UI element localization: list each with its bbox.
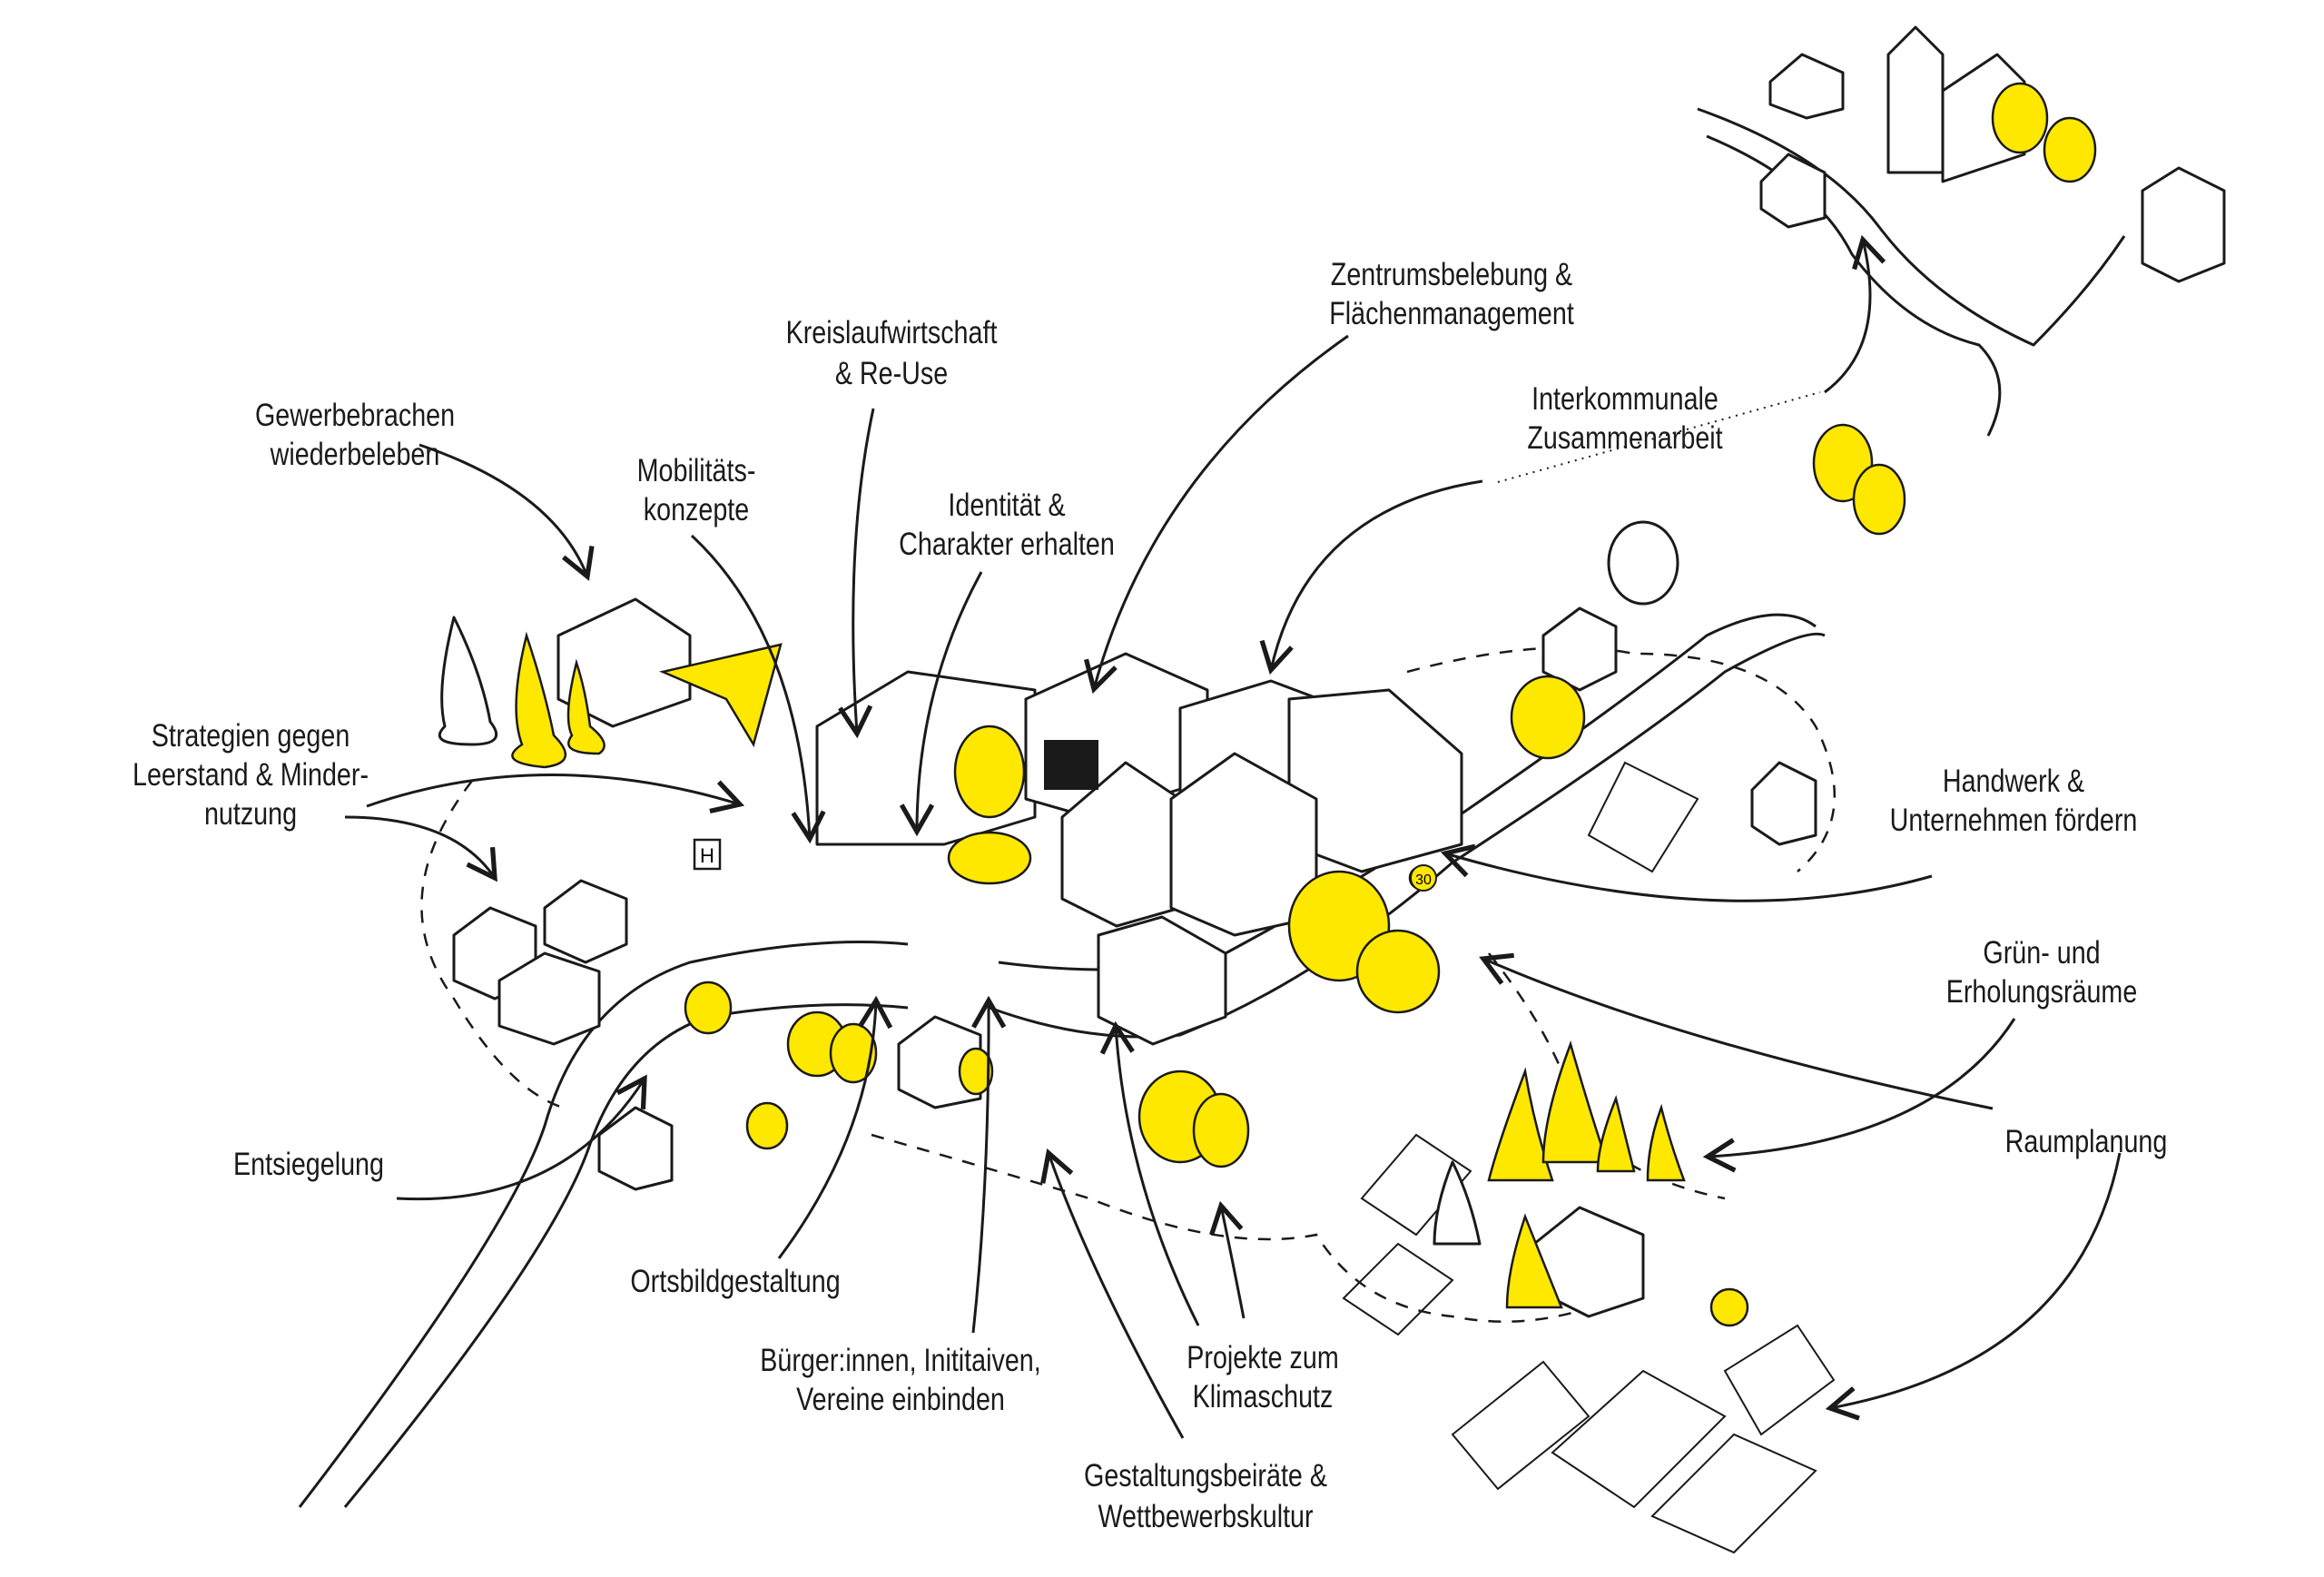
arrow-mobilitaet — [690, 534, 826, 844]
svg-text:Raumplanung: Raumplanung — [2005, 1123, 2168, 1158]
labels: Gewerbebrachen wiederbeleben Mobilitäts-… — [133, 256, 2167, 1533]
label-identitaet: Identität & Charakter erhalten — [899, 487, 1115, 561]
arrow-klima-1 — [1209, 1200, 1246, 1319]
label-klima: Projekte zum Klimaschutz — [1187, 1339, 1338, 1414]
speed-limit-label: 30 — [1415, 872, 1432, 888]
dotted-interkommunal — [1497, 391, 1821, 483]
svg-text:Kreislaufwirtschaft: Kreislaufwirtschaft — [786, 314, 998, 350]
bus-stop-sign: H — [693, 838, 722, 871]
svg-text:Leerstand & Minder-: Leerstand & Minder- — [133, 756, 369, 792]
arrow-entsiegelung — [396, 1074, 647, 1201]
fields — [1342, 761, 1836, 1554]
svg-text:Handwerk &: Handwerk & — [1943, 763, 2084, 798]
svg-text:Flächenmanagement: Flächenmanagement — [1329, 295, 1574, 330]
label-raumplanung: Raumplanung — [2005, 1123, 2168, 1158]
label-buerger: Bürger:innen, Inititaiven, Vereine einbi… — [760, 1342, 1040, 1416]
svg-text:wiederbeleben: wiederbeleben — [270, 436, 440, 471]
white-trees — [438, 520, 1679, 1246]
arrow-kreislauf — [838, 408, 875, 739]
svg-text:Projekte zum: Projekte zum — [1187, 1339, 1338, 1375]
svg-text:Strategien gegen: Strategien gegen — [152, 717, 350, 753]
svg-text:Interkommunale: Interkommunale — [1531, 380, 1718, 416]
svg-text:Wettbewerbskultur: Wettbewerbskultur — [1098, 1498, 1313, 1533]
svg-text:nutzung: nutzung — [204, 795, 297, 831]
label-gruen: Grün- und Erholungsräume — [1946, 934, 2138, 1009]
arrow-gruen — [1702, 1018, 2016, 1173]
label-ortsbild: Ortsbildgestaltung — [630, 1263, 840, 1298]
arrow-gestaltung — [1040, 1148, 1185, 1439]
svg-text:Charakter erhalten: Charakter erhalten — [899, 526, 1115, 561]
svg-text:Mobilitäts-: Mobilitäts- — [637, 452, 756, 488]
svg-text:& Re-Use: & Re-Use — [835, 355, 948, 390]
svg-text:Ortsbildgestaltung: Ortsbildgestaltung — [630, 1263, 840, 1298]
arrow-interkommunal-center — [1259, 479, 1483, 675]
arrow-leerstand-houses — [344, 815, 497, 882]
label-gewerbebrachen: Gewerbebrachen wiederbeleben — [255, 397, 455, 471]
svg-text:Unternehmen fördern: Unternehmen fördern — [1890, 802, 2138, 837]
houses — [452, 25, 2226, 1318]
arrow-zentrum — [1083, 334, 1349, 695]
svg-text:Zentrumsbelebung &: Zentrumsbelebung & — [1331, 256, 1572, 291]
svg-text:Bürger:innen, Inititaiven,: Bürger:innen, Inititaiven, — [760, 1342, 1040, 1377]
yellow-trees — [511, 82, 2097, 1327]
svg-text:Gewerbebrachen: Gewerbebrachen — [255, 397, 455, 432]
bus-stop-label: H — [700, 844, 714, 867]
svg-text:Grün- und: Grün- und — [1983, 934, 2100, 970]
label-handwerk: Handwerk & Unternehmen fördern — [1890, 763, 2138, 837]
svg-text:Klimaschutz: Klimaschutz — [1193, 1378, 1334, 1414]
label-zentrum: Zentrumsbelebung & Flächenmanagement — [1329, 256, 1574, 330]
arrow-gewerbebrachen — [419, 443, 595, 581]
label-leerstand: Strategien gegen Leerstand & Minder- nut… — [133, 717, 369, 831]
svg-text:Erholungsräume: Erholungsräume — [1946, 973, 2138, 1009]
label-entsiegelung: Entsiegelung — [233, 1146, 384, 1181]
arrow-klima-2 — [1099, 1020, 1200, 1326]
arrow-leerstand-center — [366, 774, 745, 814]
label-interkommunal: Interkommunale Zusammenarbeit — [1527, 380, 1722, 455]
arrow-buerger — [971, 995, 1007, 1334]
arrow-raumplanung-fields — [1825, 1152, 2122, 1421]
svg-text:konzepte: konzepte — [644, 491, 749, 527]
arrow-identitaet — [899, 571, 983, 837]
arrows — [344, 234, 2122, 1439]
svg-text:Zusammenarbeit: Zusammenarbeit — [1527, 419, 1722, 455]
arrow-ortsbild — [777, 995, 893, 1259]
svg-text:Gestaltungsbeiräte &: Gestaltungsbeiräte & — [1084, 1457, 1327, 1493]
arrow-interkommunal-village — [1824, 234, 1886, 394]
arrow-raumplanung-center — [1479, 952, 1994, 1110]
speed-limit-sign: 30 — [1410, 864, 1437, 892]
svg-text:Identität &: Identität & — [948, 487, 1065, 522]
svg-text:Entsiegelung: Entsiegelung — [233, 1146, 384, 1181]
label-gestaltung: Gestaltungsbeiräte & Wettbewerbskultur — [1084, 1457, 1327, 1533]
svg-text:Vereine einbinden: Vereine einbinden — [796, 1381, 1005, 1416]
label-kreislauf: Kreislaufwirtschaft & Re-Use — [786, 314, 998, 390]
arrow-handwerk — [1440, 843, 1933, 902]
label-mobilitaet: Mobilitäts- konzepte — [637, 452, 756, 527]
